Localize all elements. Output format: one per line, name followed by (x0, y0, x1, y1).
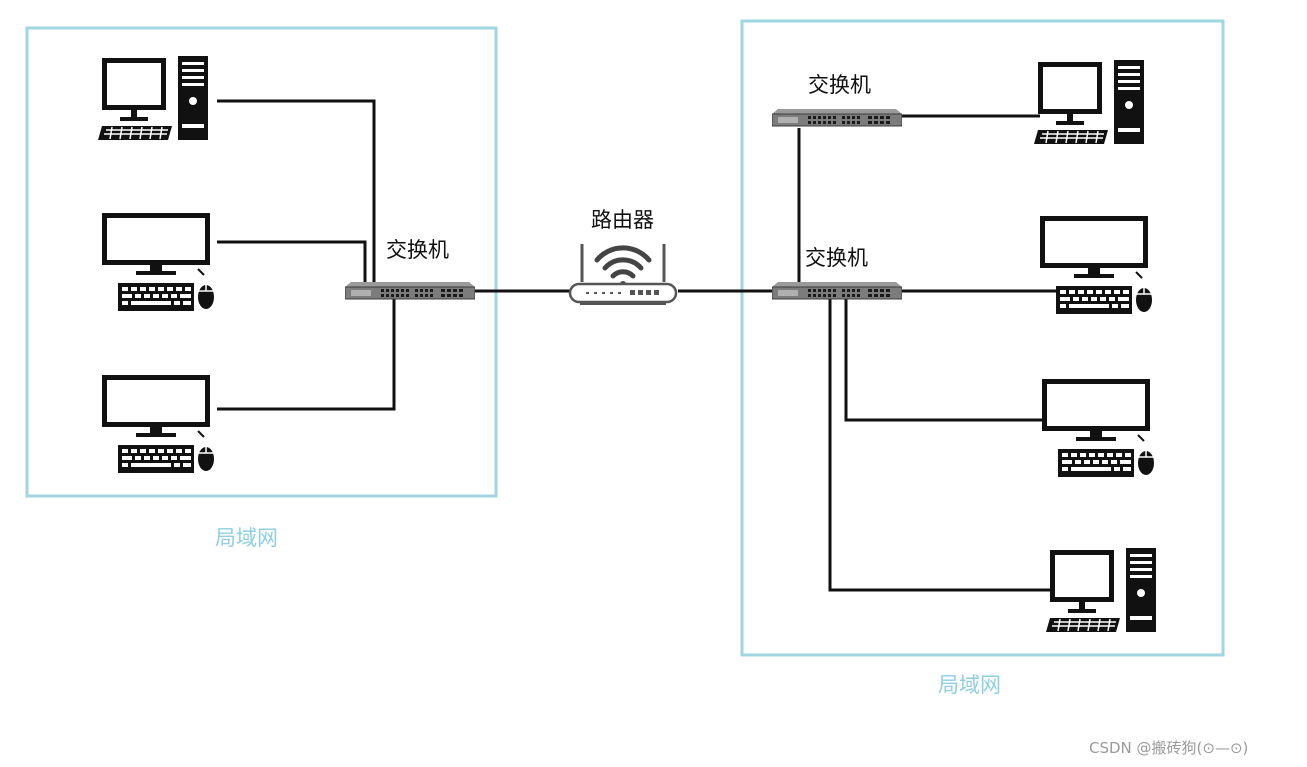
monitor-keyboard-mouse-icon (101, 212, 215, 312)
wire-right-pc3 (844, 298, 1044, 422)
desktop-tower-pc-icon (1034, 60, 1145, 145)
switch-right-main-label: 交换机 (805, 246, 868, 270)
wire-right-pc4 (828, 298, 1050, 592)
csdn-watermark: CSDN @搬砖狗(⊙—⊙) (1089, 739, 1248, 757)
desktop-tower-pc-icon (1046, 548, 1157, 633)
lan-right-boundary (740, 19, 1225, 657)
monitor-keyboard-mouse-icon (1041, 378, 1155, 478)
wire-left-pc2 (217, 240, 367, 289)
network-switch-icon (345, 281, 475, 300)
lan-left-label: 局域网 (215, 526, 278, 550)
switch-left-label: 交换机 (386, 238, 449, 262)
lan-right-label: 局域网 (938, 673, 1001, 697)
desktop-tower-pc-icon (98, 56, 209, 141)
lan-left-boundary (25, 26, 498, 498)
monitor-keyboard-mouse-icon (101, 374, 215, 474)
network-switch-icon (772, 281, 902, 300)
network-switch-icon (772, 108, 902, 127)
wire-left-pc3 (217, 295, 396, 411)
router-label: 路由器 (591, 208, 654, 232)
switch-right-top-label: 交换机 (808, 73, 871, 97)
wifi-router-icon (570, 244, 676, 304)
wire-left-pc1 (217, 99, 376, 289)
monitor-keyboard-mouse-icon (1039, 215, 1153, 315)
